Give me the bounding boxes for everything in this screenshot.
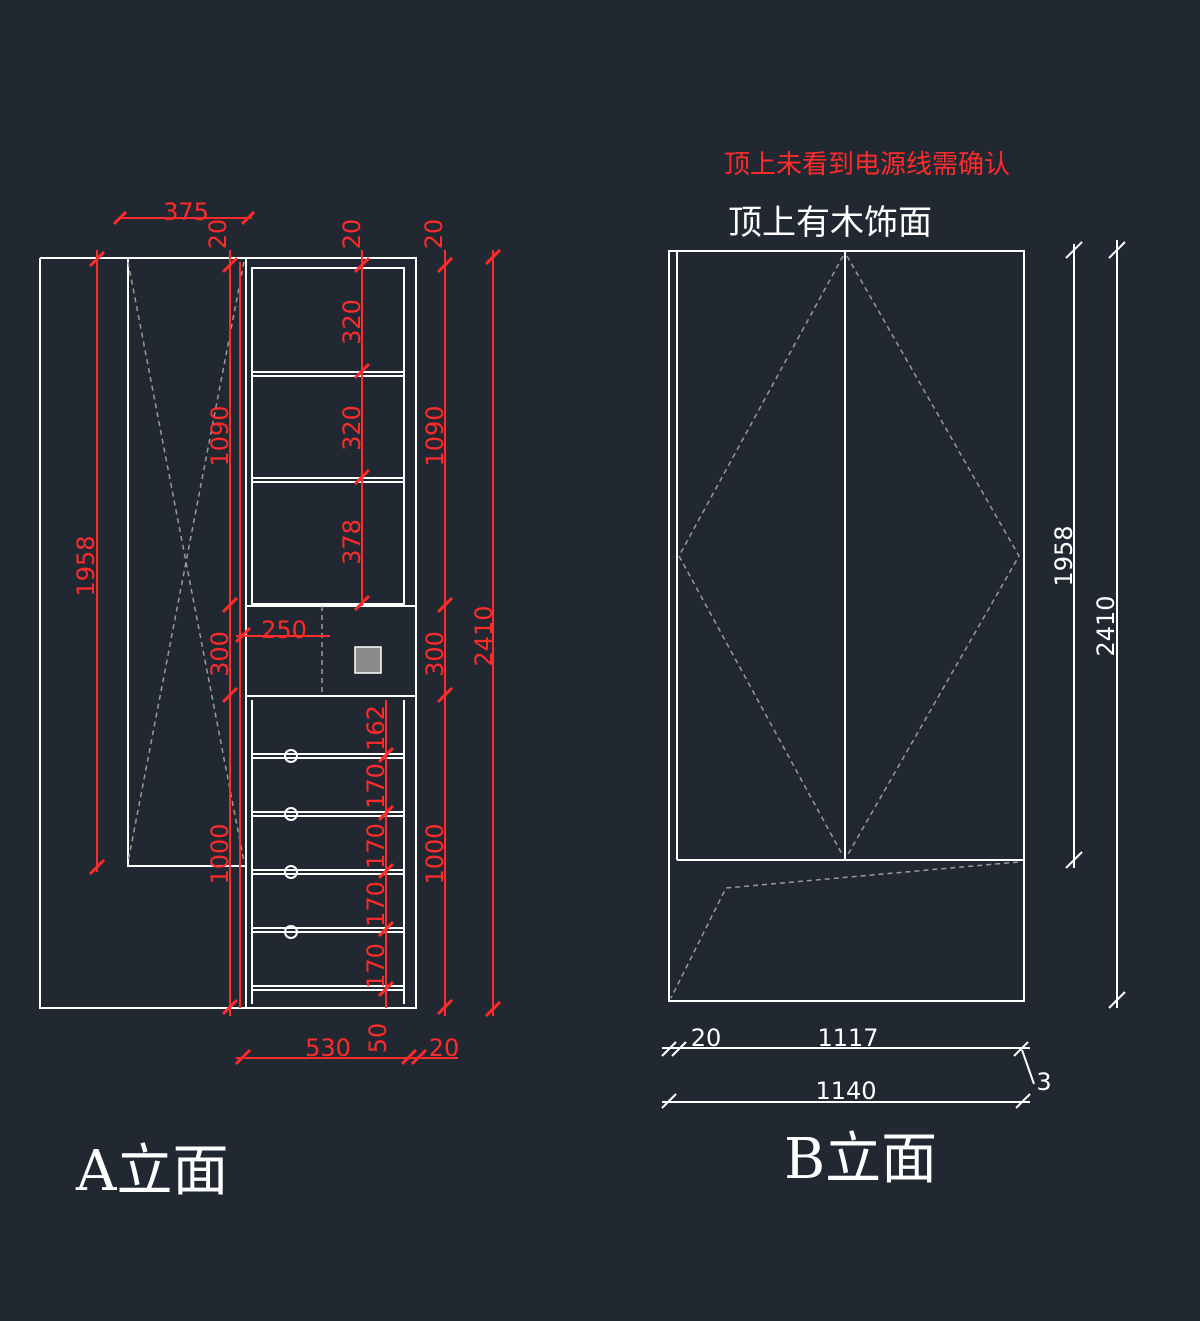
dim-3: 3	[1036, 1068, 1051, 1096]
elevation-a-title: A立面	[75, 1139, 228, 1204]
dim-20: 20	[204, 219, 232, 250]
drawer-knob-icon	[284, 749, 298, 763]
dim-1958: 1958	[1050, 525, 1078, 586]
dim-20: 20	[691, 1024, 722, 1052]
dim-250: 250	[261, 616, 307, 644]
door-swing-line	[678, 255, 844, 857]
dim-170: 170	[362, 943, 390, 989]
drawer-knob-icon	[284, 865, 298, 879]
dim-20: 20	[429, 1034, 460, 1062]
dim-1000: 1000	[421, 823, 449, 884]
door-swing-line	[127, 261, 245, 863]
lower-panel-line	[670, 861, 1019, 999]
dim-170: 170	[362, 881, 390, 927]
dim-1140: 1140	[815, 1077, 876, 1105]
note-wood-finish: 顶上有木饰面	[728, 203, 932, 243]
dim-1090: 1090	[421, 405, 449, 466]
dim-1090: 1090	[206, 405, 234, 466]
dimension-lines-b	[661, 240, 1126, 1109]
dim-170: 170	[362, 823, 390, 869]
dim-2410: 2410	[470, 605, 498, 666]
dim-320: 320	[338, 405, 366, 451]
door-panel	[127, 258, 246, 867]
drawer-knob-icon	[284, 807, 298, 821]
elevation-b-title: B立面	[784, 1127, 937, 1192]
drawer-knob-icon	[284, 925, 298, 939]
dim-170: 170	[362, 763, 390, 809]
cabinet	[245, 257, 417, 1009]
dim-300: 300	[206, 631, 234, 677]
dimension-lines-a	[88, 210, 502, 1066]
elevation-b: 顶上未看到电源线需确认 顶上有木饰面 1958 2410 20	[661, 150, 1126, 1192]
dim-50: 50	[364, 1023, 392, 1054]
dim-530: 530	[305, 1034, 351, 1062]
dim-1958: 1958	[72, 535, 100, 596]
note-power-cable: 顶上未看到电源线需确认	[724, 150, 1010, 180]
socket-icon	[354, 646, 382, 674]
door-swing-line	[846, 255, 1020, 857]
dim-1000: 1000	[206, 823, 234, 884]
middle-niche	[245, 605, 417, 697]
door-swing-line	[127, 261, 245, 863]
elevation-a: 375 20 20 20 1958 1090 320 320 378 1090 …	[39, 198, 502, 1204]
dim-162: 162	[362, 705, 390, 751]
dim-375: 375	[163, 198, 209, 226]
wardrobe-frame	[668, 250, 1025, 1002]
dim-1117: 1117	[817, 1024, 878, 1052]
dim-2410: 2410	[1092, 595, 1120, 656]
dim-378: 378	[338, 519, 366, 565]
dim-300: 300	[421, 631, 449, 677]
dim-20: 20	[338, 219, 366, 250]
dim-320: 320	[338, 299, 366, 345]
dim-20: 20	[420, 219, 448, 250]
upper-shelf-frame	[251, 267, 405, 605]
